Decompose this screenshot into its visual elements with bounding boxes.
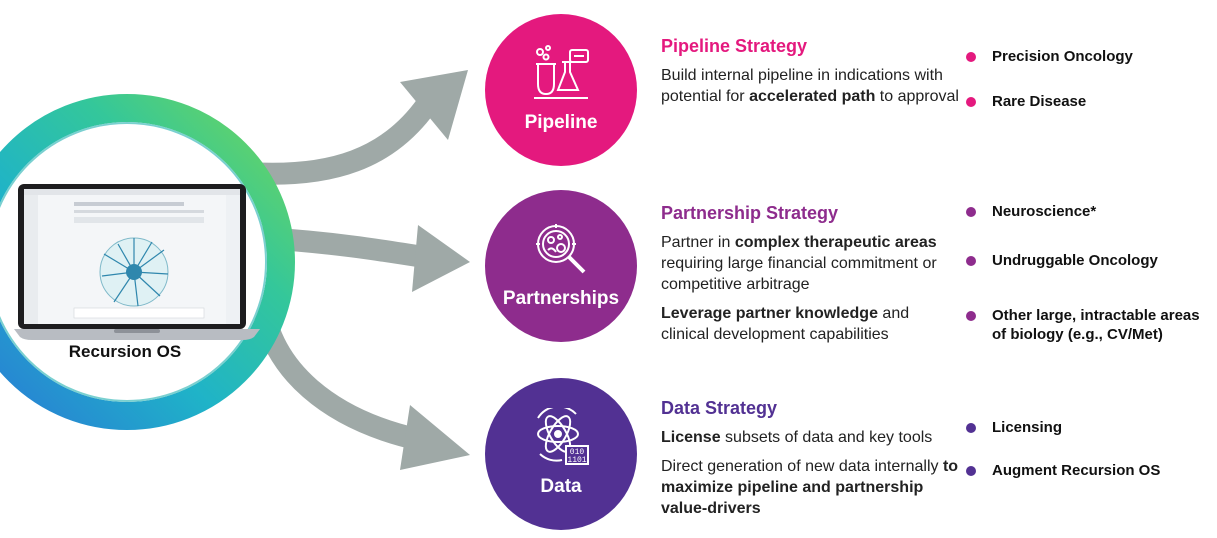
- list-item: Rare Disease: [966, 92, 1217, 111]
- data-circle-label: Data: [540, 476, 582, 497]
- bullet-dot: [966, 423, 976, 433]
- partnerships-circle-label: Partnerships: [502, 288, 620, 309]
- list-item: Undruggable Oncology: [966, 251, 1217, 270]
- pipeline-strategy-title: Pipeline Strategy: [661, 36, 808, 56]
- bullet-dot: [966, 256, 976, 266]
- bullet-dot: [966, 311, 976, 321]
- data-strategy-desc-2: Direct generation of new data internally…: [661, 458, 959, 517]
- pipeline-circle-label: Pipeline: [524, 112, 598, 133]
- pipeline-circle: Pipeline: [485, 14, 637, 166]
- atom-binary-icon: 010 1101: [537, 408, 589, 465]
- data-strategy-desc: License subsets of data and key tools: [661, 429, 933, 446]
- laptop-screenshot-icon: [14, 184, 260, 340]
- partnerships-circle: Partnerships: [485, 190, 637, 342]
- svg-text:010: 010: [570, 448, 585, 457]
- bullet-dot: [966, 52, 976, 62]
- pipeline-strategy-block: Pipeline Strategy Build internal pipelin…: [661, 36, 961, 115]
- svg-text:1101: 1101: [567, 456, 586, 465]
- partnership-strategy-desc: Partner in complex therapeutic areas req…: [661, 234, 937, 293]
- bullet-dot: [966, 466, 976, 476]
- pipeline-strategy-desc: Build internal pipeline in indications w…: [661, 67, 959, 105]
- bullet-dot: [966, 97, 976, 107]
- list-item: Licensing: [966, 418, 1217, 437]
- data-circle: 010 1101 Data: [485, 378, 637, 530]
- lab-flask-icon: [534, 45, 589, 99]
- data-strategy-title: Data Strategy: [661, 398, 778, 418]
- list-item: Other large, intractable areas of biolog…: [966, 306, 1217, 344]
- partnership-strategy-title: Partnership Strategy: [661, 203, 839, 223]
- bullet-dot: [966, 207, 976, 217]
- arrow-to-pipeline: [247, 70, 468, 185]
- microscope-cell-icon: [536, 224, 586, 274]
- arrow-to-data: [251, 298, 470, 470]
- platform-label: Recursion OS: [68, 342, 182, 361]
- data-strategy-block: Data Strategy License subsets of data an…: [661, 398, 961, 527]
- list-item: Precision Oncology: [966, 47, 1217, 66]
- list-item: Augment Recursion OS: [966, 461, 1217, 480]
- partnership-strategy-block: Partnership Strategy Partner in complex …: [661, 203, 961, 353]
- list-item: Neuroscience*: [966, 202, 1217, 221]
- partnership-strategy-desc-2: Leverage partner knowledge and clinical …: [661, 305, 910, 343]
